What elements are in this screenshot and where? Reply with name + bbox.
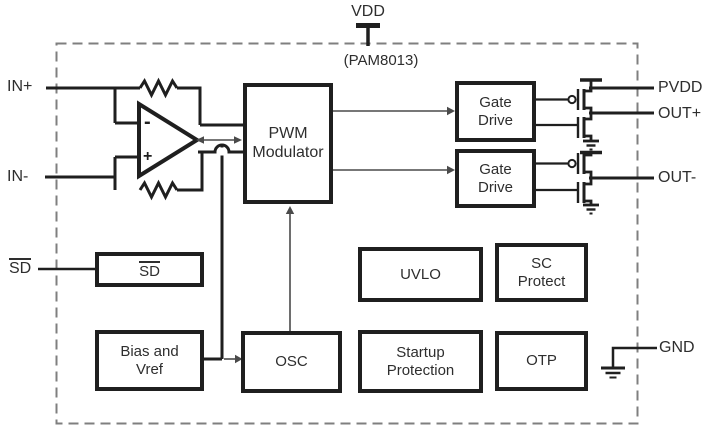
pin-label-in-minus: IN- [7, 168, 29, 185]
gnd-wire [611, 346, 657, 368]
block-otp: OTP [495, 331, 588, 391]
ground-icon [601, 366, 625, 379]
pmos-gate-bubble-icon [567, 158, 577, 169]
opamp-out-bottom-wire-with-hop [198, 143, 245, 154]
block-label: PWM Modulator [252, 124, 324, 161]
block-label: OTP [526, 352, 557, 370]
block-shutdown: SD [95, 252, 204, 287]
block-label: Gate Drive [477, 94, 513, 129]
block-bias-vref: Bias and Vref [95, 330, 204, 391]
block-pwm-modulator: PWM Modulator [243, 83, 333, 204]
pmos-gate-bubble-icon [567, 94, 577, 105]
block-gate-drive-bottom: Gate Drive [455, 149, 536, 208]
pin-label-sd: SD [9, 258, 32, 278]
chip-name-label: (PAM8013) [343, 52, 419, 69]
ground-icon [583, 203, 599, 215]
block-uvlo: UVLO [358, 247, 483, 302]
thin-arrows [196, 106, 455, 364]
block-label-overlined: SD [139, 260, 160, 280]
block-label: OSC [275, 353, 308, 371]
opamp-noninverting-sign: + [143, 148, 153, 165]
half-bridge-bottom-icon [535, 150, 602, 215]
block-sc-protect: SC Protect [495, 243, 588, 302]
signal-wires [38, 86, 657, 368]
block-label: Gate Drive [477, 161, 513, 196]
vdd-terminal-icon [356, 23, 380, 46]
block-label: SC Protect [517, 255, 566, 290]
ground-icon [583, 139, 599, 151]
ic-boundary-dashed-box [55, 42, 639, 425]
pin-label-in-plus: IN+ [7, 78, 33, 95]
pin-label-out-minus: OUT- [658, 169, 697, 186]
pin-label-gnd: GND [659, 339, 695, 356]
pin-label-pvdd: PVDD [658, 79, 703, 96]
feedback-resistor-bottom-icon [138, 179, 179, 201]
feedback-resistor-top-icon [138, 77, 179, 99]
block-startup-protection: Startup Protection [358, 330, 483, 393]
block-osc: OSC [241, 331, 342, 393]
block-label: Bias and Vref [120, 343, 179, 378]
inverting-input-wire [113, 88, 140, 125]
pin-label-sd-text: SD [9, 258, 32, 277]
block-label: UVLO [400, 265, 441, 283]
feedback-top-wire [177, 86, 202, 125]
feedback-bottom-wire [177, 152, 204, 192]
pin-label-out-plus: OUT+ [658, 105, 702, 122]
pin-label-vdd: VDD [351, 3, 385, 20]
opamp-inverting-sign: - [144, 111, 151, 133]
block-gate-drive-top: Gate Drive [455, 81, 536, 142]
half-bridge-top-icon [535, 78, 602, 151]
in-minus-wire [45, 155, 140, 190]
opamp-triangle-icon [137, 100, 201, 180]
block-label: Startup Protection [386, 344, 455, 379]
